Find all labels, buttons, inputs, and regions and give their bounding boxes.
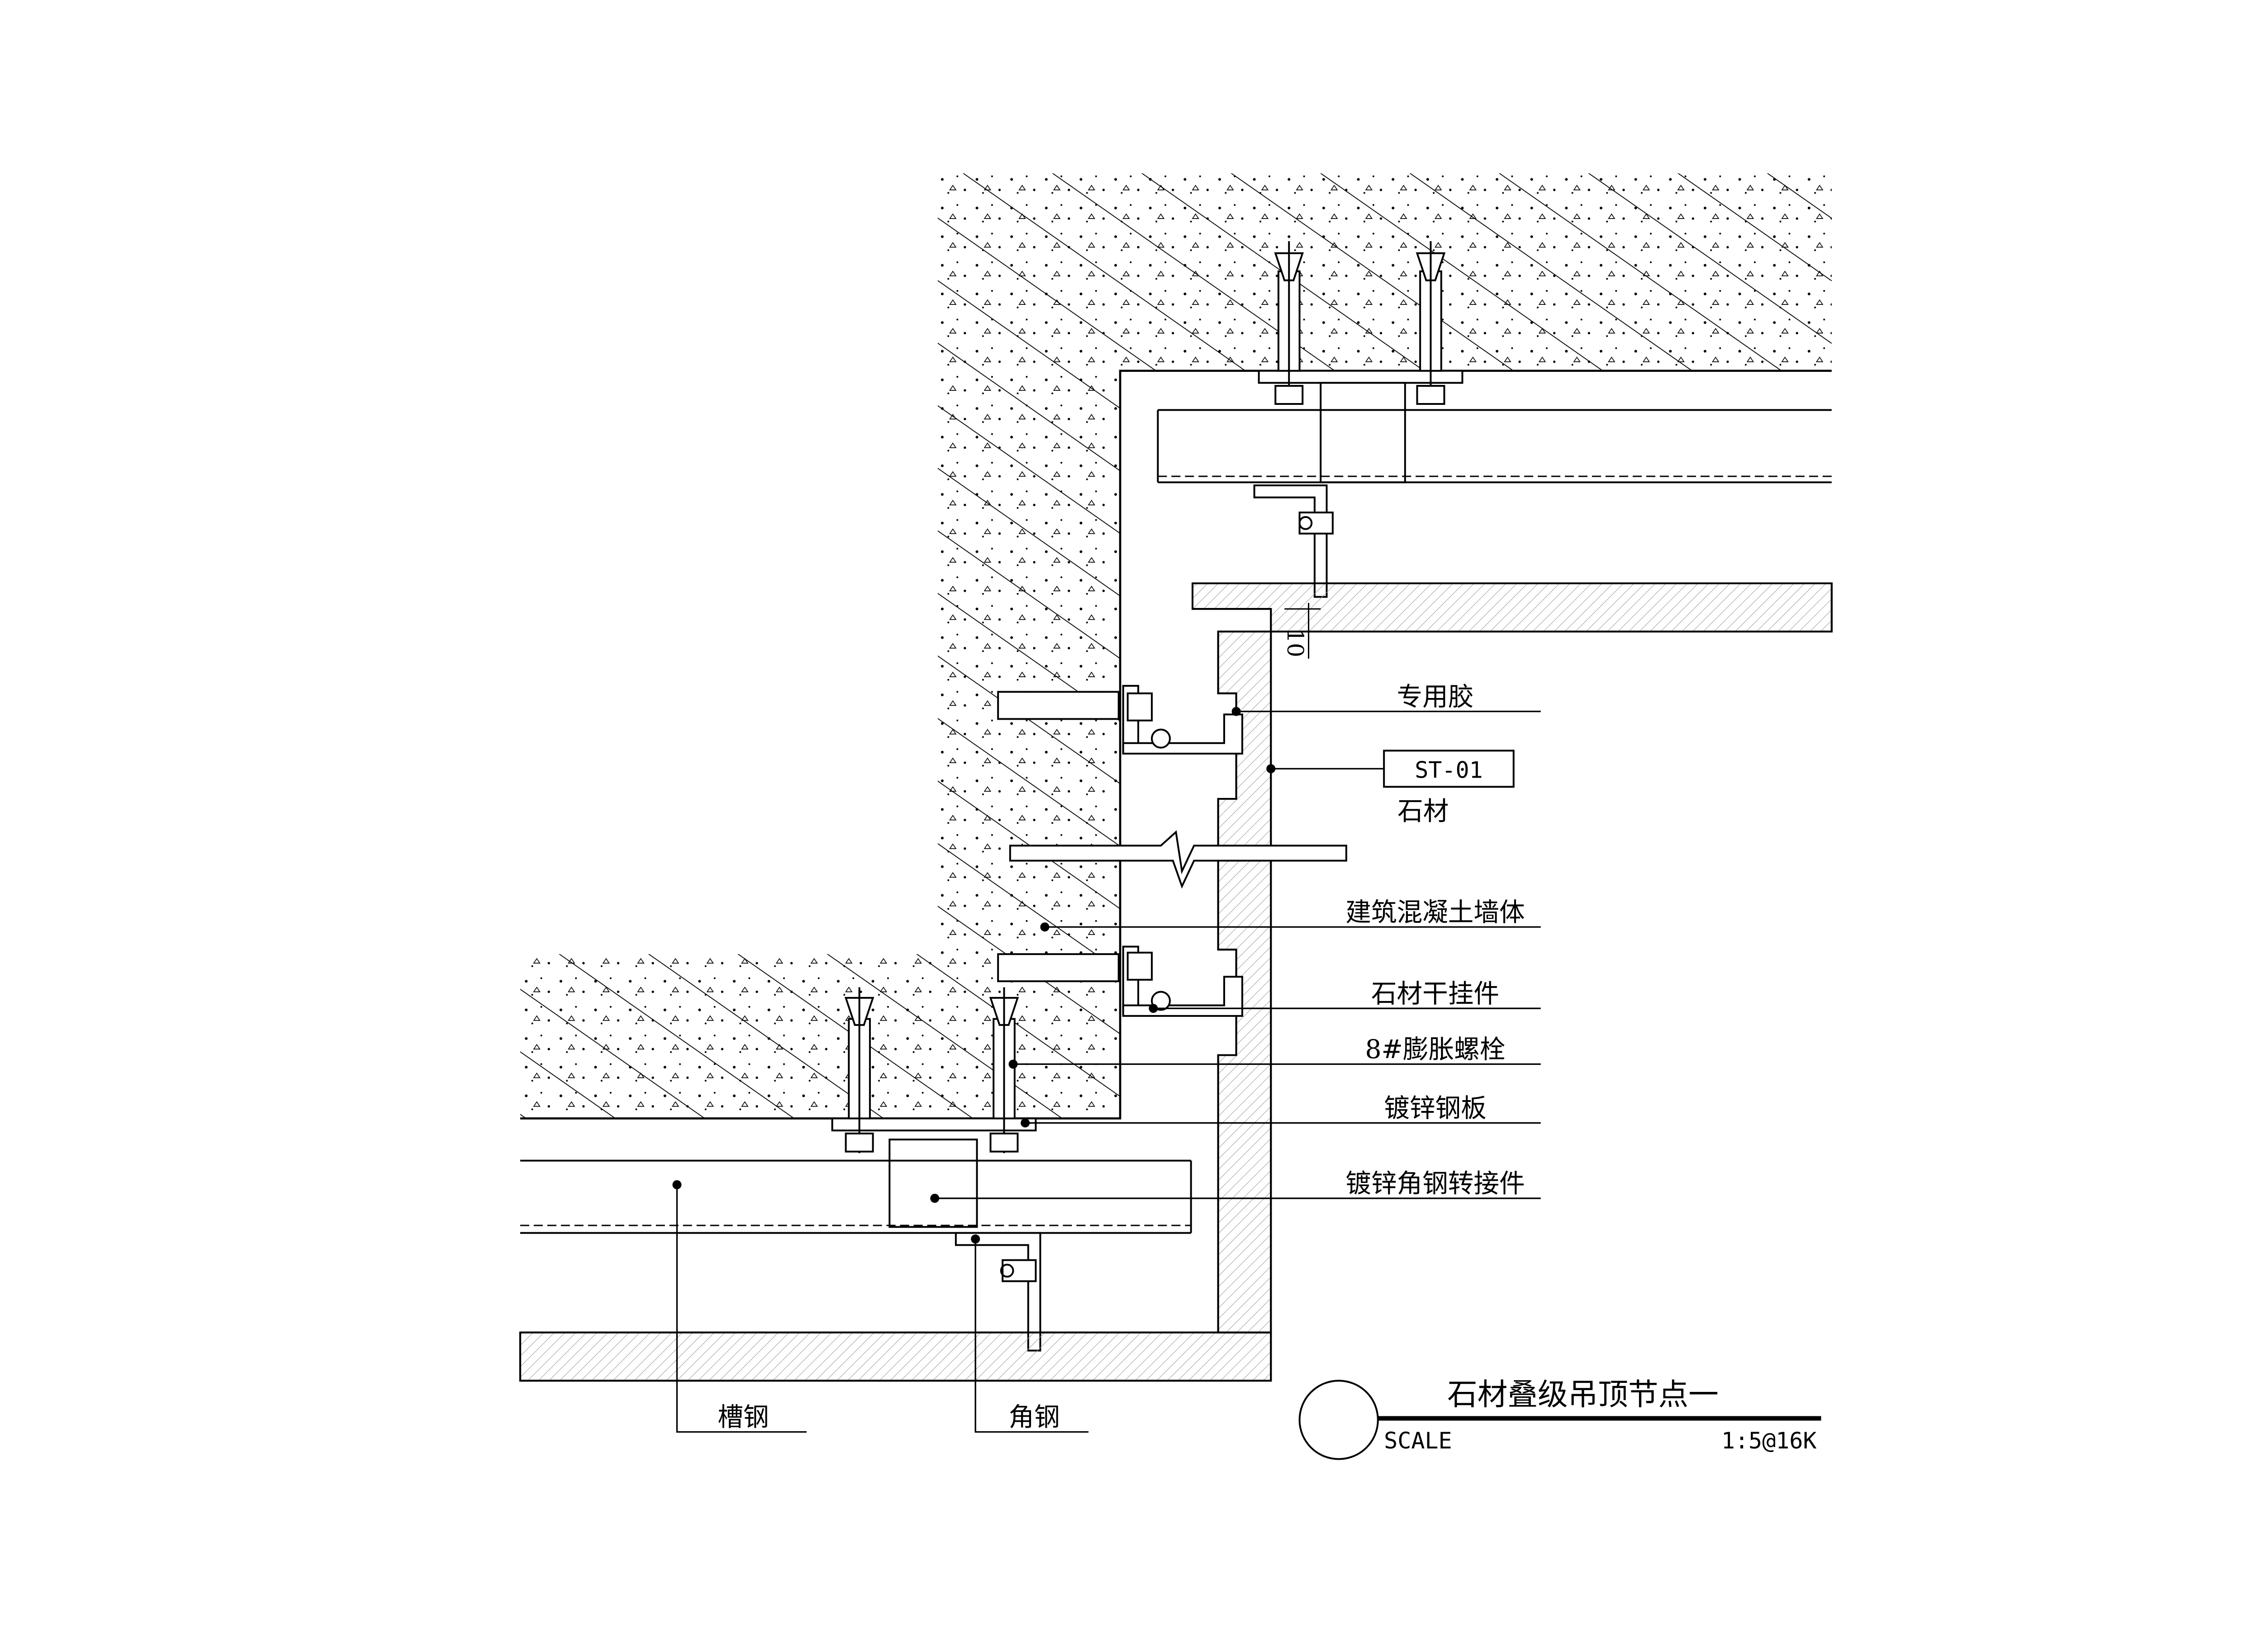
tag-box xyxy=(1383,750,1515,788)
dimension-label: 10 xyxy=(1282,628,1308,657)
callout-angle-adapter: 镀锌角钢转接件 xyxy=(1345,1169,1525,1199)
callout-glue: 专用胶 xyxy=(1397,682,1474,712)
callout-dry-hanger: 石材干挂件 xyxy=(1371,979,1499,1009)
scale-label: SCALE xyxy=(1384,1428,1452,1454)
title-text: 石材叠级吊顶节点一 xyxy=(1447,1377,1719,1412)
scale-value: 1:5@16K xyxy=(1721,1428,1817,1454)
dimension-10: 10 xyxy=(1282,603,1321,659)
callout-stone: 石材 xyxy=(1397,797,1449,826)
callout-channel-steel: 槽钢 xyxy=(718,1402,769,1432)
callout-angle-steel: 角钢 xyxy=(1008,1402,1060,1432)
concrete-structure xyxy=(520,173,1832,1120)
lower-ceiling-assembly xyxy=(519,987,1272,1382)
tag-st01: ST-01 xyxy=(1415,757,1483,783)
callout-concrete-wall: 建筑混凝土墙体 xyxy=(1345,897,1525,927)
title-circle xyxy=(1298,1380,1379,1460)
title-block: 石材叠级吊顶节点一 SCALE 1:5@16K xyxy=(1298,1377,1821,1460)
callout-anchor-bolt: 8#膨胀螺栓 xyxy=(1365,1035,1505,1064)
leader-lines xyxy=(676,711,1541,1433)
leader-dots xyxy=(672,707,1276,1244)
callout-galv-plate: 镀锌钢板 xyxy=(1384,1093,1486,1123)
wall-hangers xyxy=(997,685,1243,1017)
break-line xyxy=(1009,830,1347,889)
